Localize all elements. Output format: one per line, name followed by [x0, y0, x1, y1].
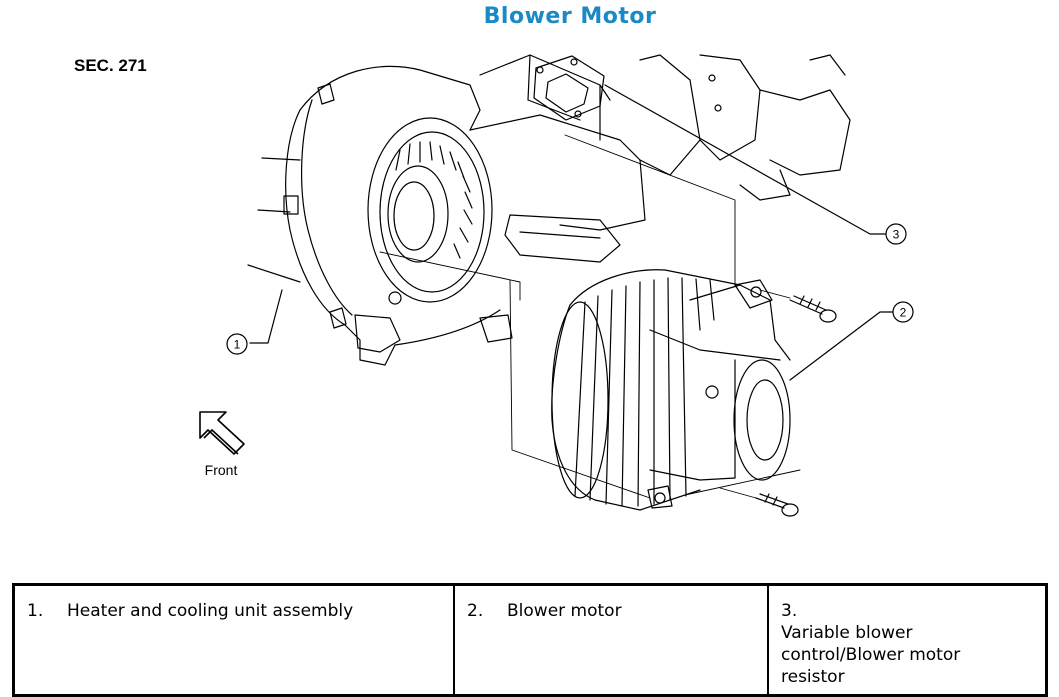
legend-number: 1. — [27, 601, 44, 621]
legend-number: 2. — [467, 601, 484, 621]
legend-text: Heater and cooling unit assembly — [67, 601, 354, 621]
callout-1-leader — [249, 289, 283, 344]
front-label: Front — [205, 462, 238, 478]
legend-item-1: 1. Heater and cooling unit assembly — [12, 583, 455, 697]
screw-upper — [789, 295, 837, 323]
section-label: SEC. 271 — [74, 56, 147, 75]
svg-text:3: 3 — [893, 228, 900, 242]
svg-text:2: 2 — [900, 306, 907, 320]
callout-3: 3 — [885, 223, 907, 245]
legend-item-2: 2. Blower motor — [453, 583, 769, 697]
callout-2: 2 — [892, 301, 914, 323]
heater-cooling-unit-assembly — [247, 54, 851, 366]
legend-text: Blower motor — [507, 601, 622, 621]
callout-2-leader — [789, 311, 894, 381]
legend-number: 3. — [781, 601, 798, 621]
parts-legend-table: 1. Heater and cooling unit assembly 2. Blo… — [12, 583, 1048, 697]
callout-3-leader — [604, 84, 886, 235]
svg-text:1: 1 — [234, 338, 241, 352]
legend-item-3: 3.Variable blower control/Blower motor r… — [767, 583, 1048, 697]
front-arrow-icon — [199, 411, 245, 455]
callout-1: 1 — [226, 333, 248, 355]
page-title: Blower Motor — [483, 4, 657, 29]
blower-motor — [551, 269, 791, 511]
screw-lower — [755, 493, 799, 517]
legend-text: Variable blower control/Blower motor res… — [781, 623, 961, 687]
blower-motor-diagram: 1 2 3 Front — [199, 54, 914, 517]
